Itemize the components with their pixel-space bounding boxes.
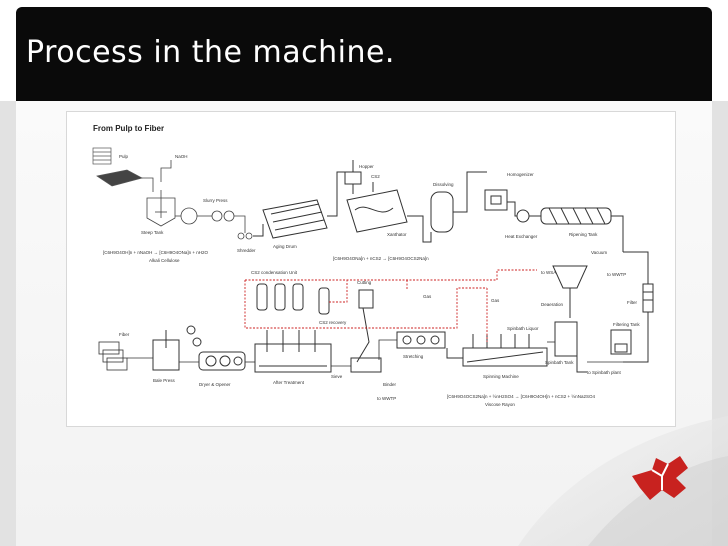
label-spinning-machine: Spinning Machine [483,374,519,379]
equation-alkali: [C6H9O4OH]n + nNaOH → [C6H9O4ONa]n + nH2… [103,250,209,255]
label-ripening-tank: Ripening Tank [569,232,598,237]
label-stretching: Stretching [403,354,424,359]
label-to-wsa: to WSA [541,270,556,275]
dissolving-tank [407,171,487,243]
label-cutting: Cutting [357,280,372,285]
filter [623,251,654,363]
title-bar: Process in the machine. [16,7,712,101]
label-pulp: Pulp [119,154,129,159]
dryer-opener [198,351,246,371]
label-cs2-recovery: CS2 recovery [319,320,347,325]
label-spinbath-liquor: Spinbath Liquor [507,326,539,331]
label-to-wwtp-bottom: to WWTP [377,396,396,401]
fiber-bales [98,341,128,371]
steep-tank [127,160,198,227]
label-binder: Binder [383,382,397,387]
label-steep-tank: Steep Tank [141,230,164,235]
aging-drum [253,199,328,239]
label-cs2: CS2 [371,174,380,179]
label-hopper: Hopper [359,164,374,169]
label-dissolving: Dissolving [433,182,454,187]
homogenizer [484,189,541,223]
decorative-corner [518,416,728,546]
cs2-condensation-unit [256,283,330,315]
process-lines [127,339,623,367]
spinbath-tank [554,321,587,373]
label-heat-exchanger: Heat Exchanger [505,234,538,239]
label-cs2-condensation: CS2 condensation Unit [251,270,298,275]
label-fiber: Fiber [119,332,130,337]
label-bale-press: Bale Press [153,378,176,383]
pulp-stack [92,147,143,187]
equation-xanthation: [C6H9O4ONa]n + nCS2 → [C6H9O4OCS2Na]n [333,256,429,261]
filtering-tank [610,329,632,355]
label-to-spinbath-plant: to Spinbath plant [587,370,622,375]
label-aging-drum: Aging Drum [273,244,297,249]
label-homogenizer: Homogenizer [507,172,534,177]
press-rollers [197,210,253,240]
label-gas-2: Gas [491,298,500,303]
label-gas-1: Gas [423,294,432,299]
puzzle-logo [632,456,688,500]
label-xanthator: Xanthator [387,232,407,237]
xanthator [327,160,408,233]
label-dryer-opener: Dryer & Opener [199,382,231,387]
label-shredder: Shredder [237,248,256,253]
process-flow-diagram: From Pulp to Fiber Pulp NaOH Steep Tank … [66,111,676,427]
label-naoh: NaOH [175,154,188,159]
label-slurry-press: Slurry Press [203,198,228,203]
equation-spinning: [C6H9O4OCS2Na]n + ½nH2SO4 → [C6H9O4OH]n … [447,393,595,399]
label-after-treatment: After Treatment [273,380,305,385]
after-treatment [254,330,332,373]
label-to-wwtp-top: to WWTP [607,272,626,277]
bale-press [152,325,202,371]
deaeration [552,265,588,318]
label-alkali-cellulose: Alkali Cellulose [149,258,180,263]
label-vacuum: Vacuum [591,250,607,255]
label-filtering-tank: Filtering Tank [613,322,640,327]
label-filter: Filter [627,300,638,305]
left-margin-band [0,101,16,546]
label-viscose-rayon: Viscose Rayon [485,402,515,407]
label-spinbath-tank: Spinbath Tank [545,360,574,365]
label-deaeration: Deaeration [541,302,564,307]
spinning-machine [462,334,548,367]
cutting [350,289,382,373]
diagram-title: From Pulp to Fiber [93,124,165,133]
ripening-tank [540,207,624,252]
slide-title: Process in the machine. [26,35,395,70]
gas-lines [244,269,537,342]
flow-diagram-svg: Pulp NaOH Steep Tank Slurry Press Shredd… [92,147,654,407]
label-sieve: Sieve [331,374,343,379]
